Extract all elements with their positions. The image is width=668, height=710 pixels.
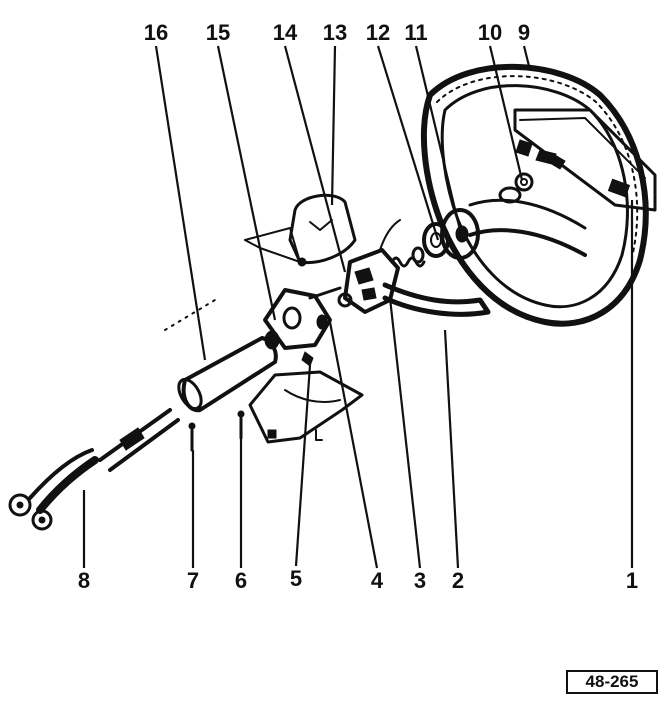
callout-5: 5 (290, 566, 302, 591)
callout-16: 16 (144, 20, 168, 45)
callout-6: 6 (235, 568, 247, 593)
reference-number: 48-265 (566, 670, 658, 694)
callout-14: 14 (273, 20, 298, 45)
upper-shroud (244, 193, 357, 267)
callout-7: 7 (187, 568, 199, 593)
column-tube (177, 336, 278, 413)
steering-wheel (420, 63, 657, 327)
callout-3: 3 (414, 568, 426, 593)
callout-numbers: 16 15 14 13 12 11 10 9 8 7 6 5 4 3 2 1 (78, 20, 638, 593)
steering-shaft (8, 408, 180, 531)
callout-1: 1 (626, 568, 638, 593)
callout-9: 9 (518, 20, 530, 45)
callout-13: 13 (323, 20, 347, 45)
callout-8: 8 (78, 568, 90, 593)
callout-15: 15 (206, 20, 230, 45)
callout-4: 4 (371, 568, 384, 593)
callout-10: 10 (478, 20, 502, 45)
lock-housing (263, 286, 342, 350)
hub-assembly (390, 208, 480, 268)
bolts (164, 299, 245, 452)
leader-lines (82, 45, 634, 569)
lower-shroud (248, 351, 364, 444)
callout-11: 11 (404, 20, 427, 45)
callout-12: 12 (366, 20, 390, 45)
callout-2: 2 (452, 568, 464, 593)
